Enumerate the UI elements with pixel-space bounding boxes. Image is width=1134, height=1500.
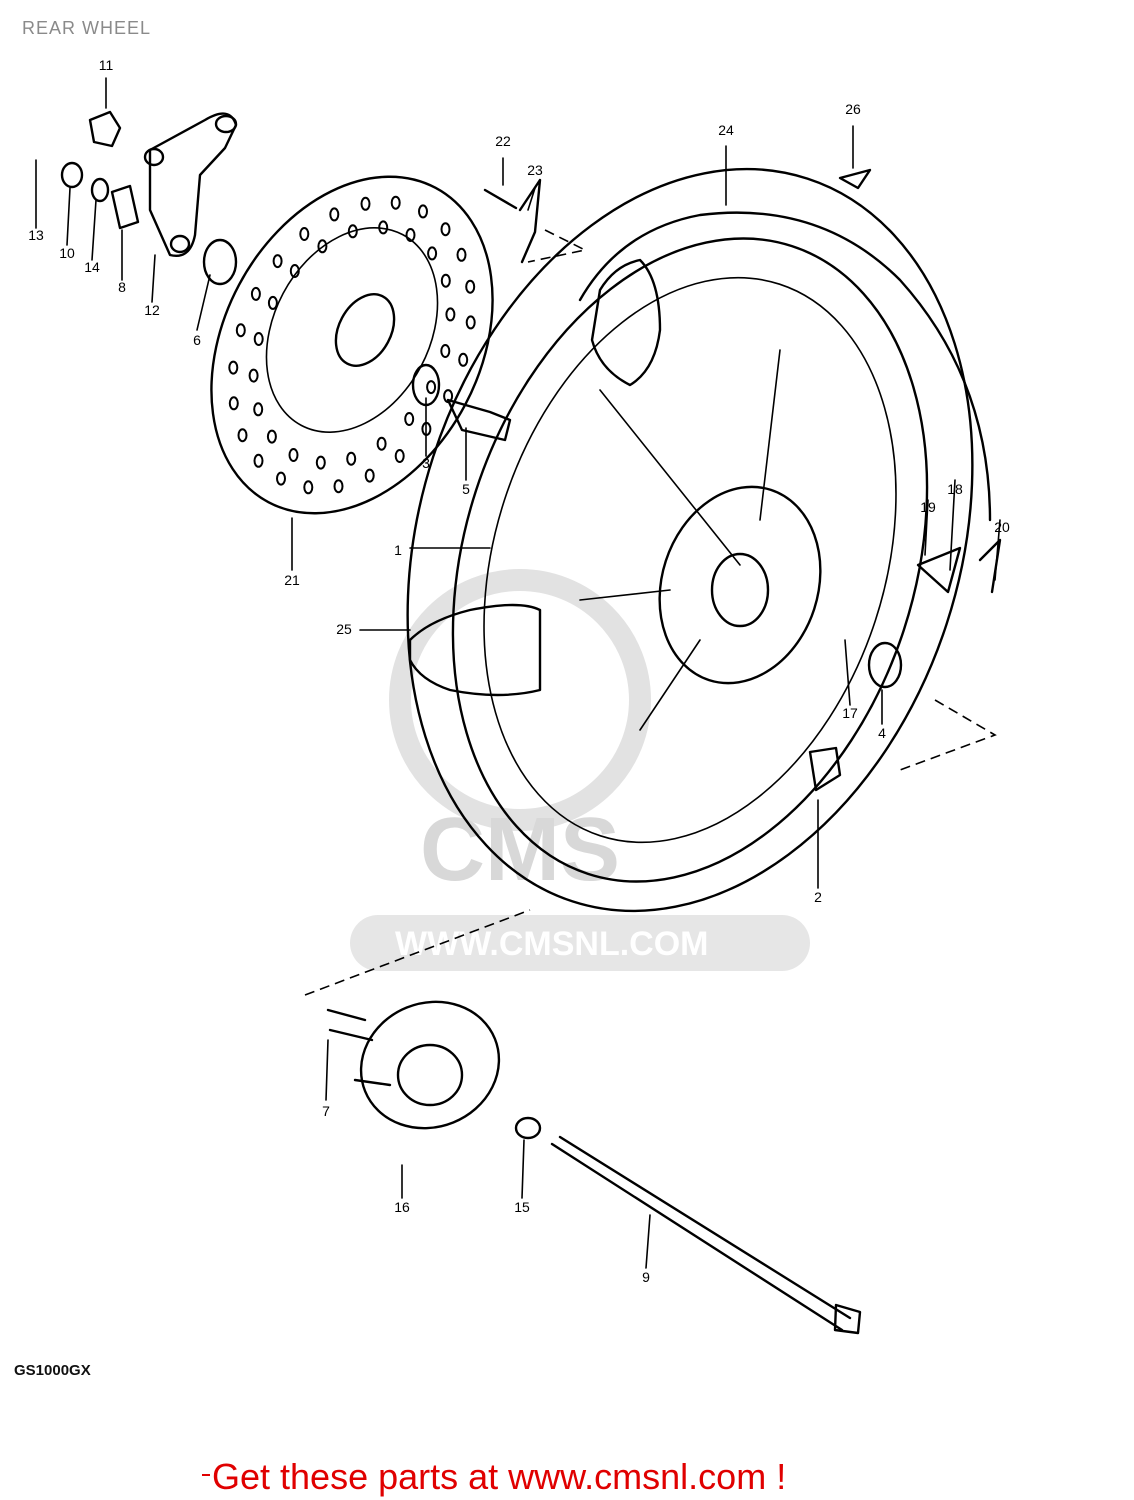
part-label-26: 26 xyxy=(845,101,861,117)
disc-hole xyxy=(390,195,401,210)
disc-hole xyxy=(228,360,239,375)
construction-lines xyxy=(304,229,997,996)
leader-line xyxy=(196,274,211,331)
disc-hole xyxy=(237,428,248,443)
disc-hole xyxy=(378,220,389,235)
disc-hole xyxy=(288,448,299,462)
leader-line xyxy=(91,199,97,261)
leader-line xyxy=(949,479,956,571)
part-label-23: 23 xyxy=(527,162,543,178)
disc-hole xyxy=(346,451,357,466)
part-label-10: 10 xyxy=(59,245,75,261)
disc-hole xyxy=(458,352,469,367)
part-label-16: 16 xyxy=(394,1199,410,1215)
part-labels: 1234567891011121314151617181920212223242… xyxy=(28,57,1010,1285)
disc-hole xyxy=(440,344,451,358)
part-label-24: 24 xyxy=(718,122,734,138)
part-label-4: 4 xyxy=(878,725,886,741)
part-label-1: 1 xyxy=(394,542,402,558)
watermark-logo: CMS xyxy=(420,800,620,900)
disc-hole xyxy=(405,228,416,242)
leader-line xyxy=(521,1139,525,1199)
part-label-9: 9 xyxy=(642,1269,650,1285)
cmsnl-watermark: CMS WWW.CMSNL.COM xyxy=(350,569,810,971)
part-label-12: 12 xyxy=(144,302,160,318)
part-label-11: 11 xyxy=(99,57,114,73)
rear-wheel-assembly xyxy=(406,167,992,913)
leader-line xyxy=(325,1039,329,1101)
part-label-7: 7 xyxy=(322,1103,330,1119)
caliper-bracket xyxy=(143,112,238,257)
part-label-13: 13 xyxy=(28,227,44,243)
disc-hole xyxy=(299,227,310,241)
part-label-8: 8 xyxy=(118,279,126,295)
disc-hole xyxy=(427,246,438,261)
disc-hole xyxy=(456,247,467,262)
disc-hole xyxy=(440,222,451,237)
part-label-22: 22 xyxy=(495,133,511,149)
disc-hole xyxy=(360,196,371,211)
disc-hole xyxy=(465,315,476,330)
disc-hole xyxy=(317,239,328,254)
disc-hole xyxy=(250,286,261,301)
disc-hole xyxy=(445,307,456,322)
part-label-25: 25 xyxy=(336,621,352,637)
disc-hole xyxy=(404,412,415,426)
disc-hole xyxy=(315,455,326,470)
disc-hole xyxy=(276,471,286,486)
leader-line xyxy=(66,187,71,246)
leader-line xyxy=(844,639,851,706)
leader-line xyxy=(994,519,1001,581)
disc-hole xyxy=(253,332,264,346)
leader-line xyxy=(151,254,156,303)
disc-hole xyxy=(253,453,264,468)
disc-hole xyxy=(426,380,437,395)
disc-hole xyxy=(303,480,314,495)
part-label-14: 14 xyxy=(84,259,100,275)
disc-hole xyxy=(440,273,451,288)
rear-axle xyxy=(550,1135,862,1335)
model-code: GS1000GX xyxy=(14,1362,91,1379)
disc-hole xyxy=(266,429,277,444)
part-label-5: 5 xyxy=(462,481,470,497)
parts-link-text[interactable]: Get these parts at www.cmsnl.com ! xyxy=(212,1456,787,1497)
leader-lines xyxy=(35,77,1001,1269)
disc-hole xyxy=(248,368,259,383)
watermark-url: WWW.CMSNL.COM xyxy=(395,925,709,963)
disc-hole xyxy=(347,224,358,239)
sprocket-hub xyxy=(326,1000,542,1140)
part-label-20: 20 xyxy=(994,519,1010,535)
part-label-21: 21 xyxy=(284,572,300,588)
part-label-6: 6 xyxy=(193,332,201,348)
part-label-17: 17 xyxy=(842,705,858,721)
disc-hole xyxy=(289,264,300,278)
small-hardware xyxy=(60,110,1002,792)
disc-hole xyxy=(465,279,476,294)
disc-hole xyxy=(228,396,239,411)
part-label-3: 3 xyxy=(422,455,430,471)
disc-hole xyxy=(364,468,375,483)
disc-hole xyxy=(329,207,340,222)
cta-dash xyxy=(202,1474,210,1476)
part-label-2: 2 xyxy=(814,889,822,905)
part-label-15: 15 xyxy=(514,1199,530,1215)
leader-line xyxy=(645,1214,651,1269)
disc-hole xyxy=(253,402,264,417)
disc-holes xyxy=(228,195,476,495)
diagram-title: REAR WHEEL xyxy=(22,18,152,38)
disc-hole xyxy=(333,479,344,494)
part-label-19: 19 xyxy=(920,499,936,515)
disc-hole xyxy=(418,204,428,219)
disc-hole xyxy=(235,323,246,338)
part-label-18: 18 xyxy=(947,481,963,497)
leader-line xyxy=(527,187,536,211)
disc-hole xyxy=(394,449,405,463)
disc-hole xyxy=(376,436,387,451)
disc-hole xyxy=(267,295,278,310)
leader-line xyxy=(924,499,929,556)
disc-hole xyxy=(272,254,283,269)
